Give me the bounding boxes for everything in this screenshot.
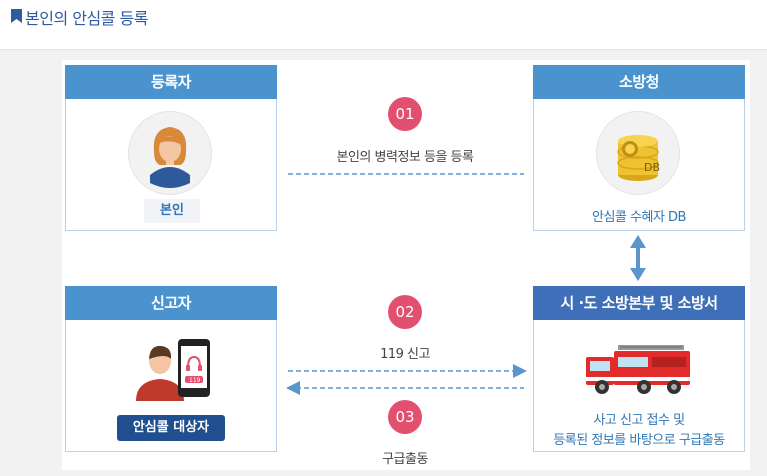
caller-icon: 119	[136, 339, 210, 401]
step-01-badge: 01	[388, 97, 422, 131]
reporter-title: 신고자	[65, 286, 277, 320]
fire-agency-caption: 안심콜 수혜자 DB	[592, 210, 686, 225]
registrant-box: 등록자 본인	[65, 65, 277, 231]
fire-station-caption-line2: 등록된 정보를 바탕으로 구급출동	[553, 433, 725, 448]
step-01-label: 본인의 병력정보 등을 등록	[336, 150, 474, 165]
database-icon: DB	[617, 135, 660, 181]
registrant-label: 본인	[144, 199, 200, 223]
fire-agency-title: 소방청	[533, 65, 745, 99]
step-03-label: 구급출동	[382, 452, 428, 467]
fire-station-caption-line1: 사고 신고 접수 및	[593, 413, 685, 428]
page-header: 본인의 안심콜 등록	[0, 0, 767, 50]
fire-station-title: 시 ·도 소방본부 및 소방서	[533, 286, 745, 320]
fire-station-box: 시 ·도 소방본부 및 소방서 사고 신고 접수 및 등록된 정보를 바탕으로 …	[533, 286, 745, 452]
db-circle: DB	[596, 111, 680, 195]
fire-agency-box: 소방청 DB 안심콜 수혜자 DB	[533, 65, 745, 231]
reporter-label: 안심콜 대상자	[117, 415, 225, 441]
step-02-label: 119 신고	[380, 347, 430, 362]
page-title: 본인의 안심콜 등록	[25, 9, 148, 28]
svg-text:119: 119	[189, 377, 201, 384]
step-02-badge: 02	[388, 295, 422, 329]
fire-truck-icon	[586, 345, 690, 394]
step-03-badge: 03	[388, 400, 422, 434]
bookmark-icon	[11, 9, 22, 23]
registrant-title: 등록자	[65, 65, 277, 99]
reporter-box: 신고자 119 안심콜 대상자	[65, 286, 277, 452]
registrant-avatar-circle	[128, 111, 212, 195]
woman-icon	[150, 127, 190, 188]
svg-text:DB: DB	[644, 161, 660, 174]
